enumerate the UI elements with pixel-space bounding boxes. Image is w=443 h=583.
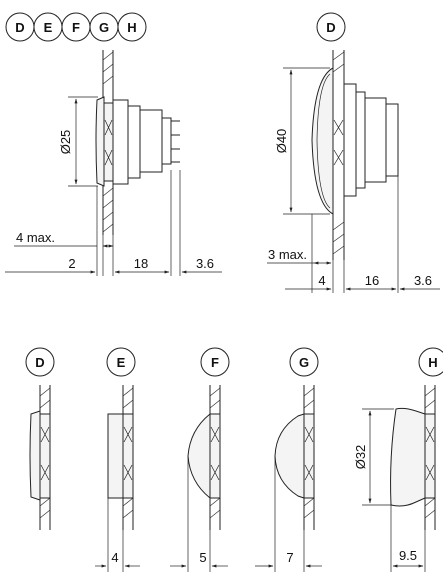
variant-circle: D	[5, 12, 35, 42]
max-depth-label: 3 max.	[268, 247, 307, 262]
variant-circle: F	[61, 12, 91, 42]
variant-label: H	[428, 355, 437, 370]
depth-label: 7	[286, 550, 293, 565]
variant-circle: D	[316, 12, 346, 42]
dim-2-label: 2	[68, 256, 75, 271]
variant-circle: H	[117, 12, 147, 42]
diameter-dimension: Ø40	[274, 67, 330, 215]
variant-label: G	[299, 355, 309, 370]
variant-label: F	[72, 20, 80, 35]
variant-label: F	[211, 355, 219, 370]
depth-label: 4	[111, 550, 118, 565]
variant-circle: E	[33, 12, 63, 42]
variant-label: D	[326, 20, 335, 35]
dim-4-label: 4	[318, 273, 325, 288]
depth-label: 9.5	[399, 548, 417, 563]
diameter-dimension: Ø25	[58, 96, 98, 187]
diameter-dimension: Ø32	[353, 408, 394, 506]
variant-label: D	[35, 355, 44, 370]
bottom-view-d: D	[25, 347, 55, 530]
variant-label: H	[127, 20, 136, 35]
bottom-view-e: E 4	[95, 347, 140, 572]
panel-wall	[332, 50, 345, 260]
top-left-view: D E F G H	[5, 12, 222, 276]
dim-3-6-label: 3.6	[196, 256, 214, 271]
diameter-label: Ø25	[58, 130, 73, 155]
top-right-view: D Ø40	[267, 12, 440, 293]
switch-body	[95, 96, 180, 187]
variant-label: D	[15, 20, 24, 35]
bottom-view-g: G 7	[255, 347, 322, 572]
diameter-label: Ø32	[353, 445, 368, 470]
dim-18-label: 18	[134, 256, 148, 271]
dim-16-label: 16	[365, 273, 379, 288]
dim-3-6-label: 3.6	[414, 273, 432, 288]
variant-circle: G	[89, 12, 119, 42]
switch-body	[311, 67, 399, 215]
bottom-view-f: F 5	[170, 347, 230, 572]
variant-label: E	[117, 355, 126, 370]
bottom-view-h: H Ø32 9.5	[353, 347, 443, 572]
max-depth-label: 4 max.	[16, 230, 55, 245]
variant-label: G	[99, 20, 109, 35]
diameter-label: Ø40	[274, 129, 289, 154]
depth-label: 5	[199, 550, 206, 565]
panel-wall	[102, 50, 114, 235]
variant-label: E	[44, 20, 53, 35]
